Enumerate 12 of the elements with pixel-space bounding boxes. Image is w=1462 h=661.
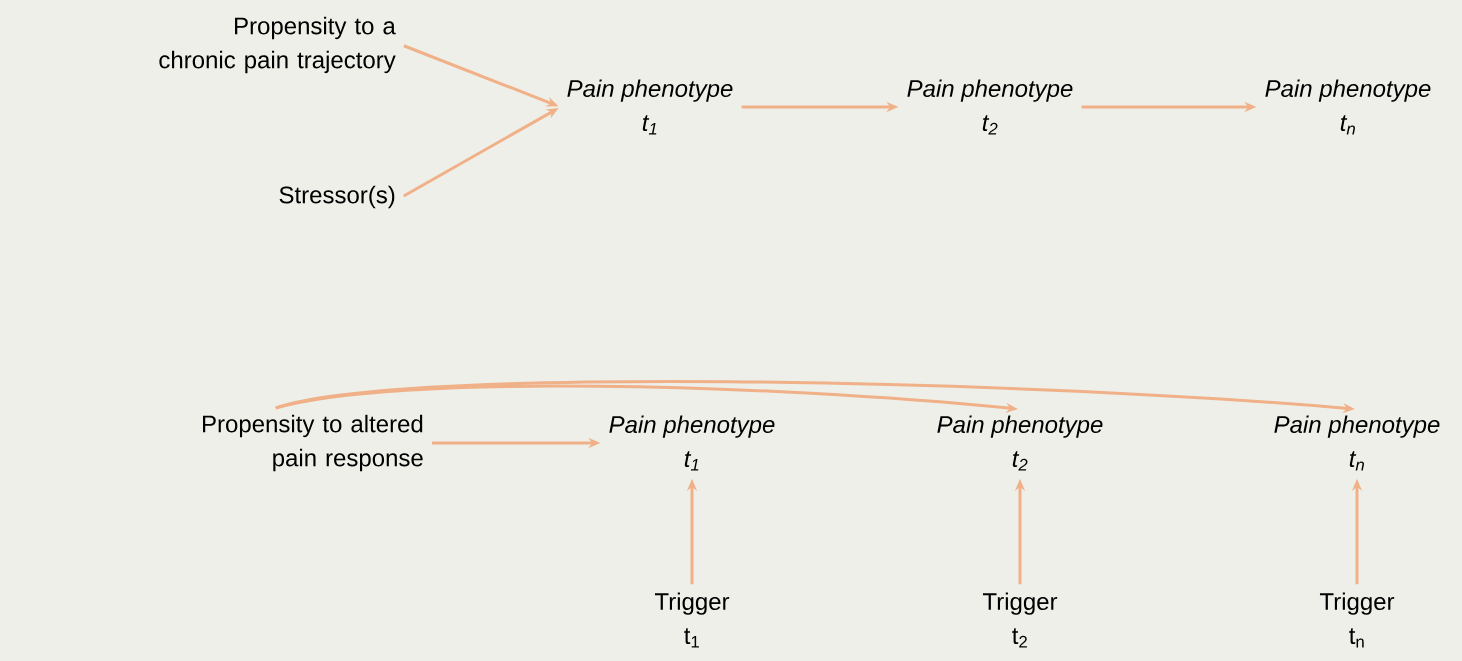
outcome-text: Pain phenotype t$_{2}$ — [937, 415, 1103, 471]
cause-text: Propensity to altered pain response — [203, 414, 423, 472]
trigger-text: Trigger t$_{1}$ — [655, 592, 730, 648]
trigger-text: Trigger t$_{n}$ — [1319, 592, 1395, 648]
outcome-text: Pain phenotype t$_{1}$ — [567, 79, 733, 135]
outcome-text: Pain phenotype t$_{2}$ — [907, 79, 1073, 135]
cause-text: Stressor(s) — [279, 185, 395, 209]
outcome-text: Pain phenotype t$_{1}$ — [609, 415, 775, 471]
outcome-text: Pain phenotype t$_{n}$ — [1265, 79, 1431, 135]
cause-text: Propensity to a chronic pain trajectory — [159, 16, 396, 74]
outcome-text: Pain phenotype t$_{n}$ — [1274, 415, 1440, 471]
trigger-text: Trigger t$_{2}$ — [982, 592, 1058, 648]
